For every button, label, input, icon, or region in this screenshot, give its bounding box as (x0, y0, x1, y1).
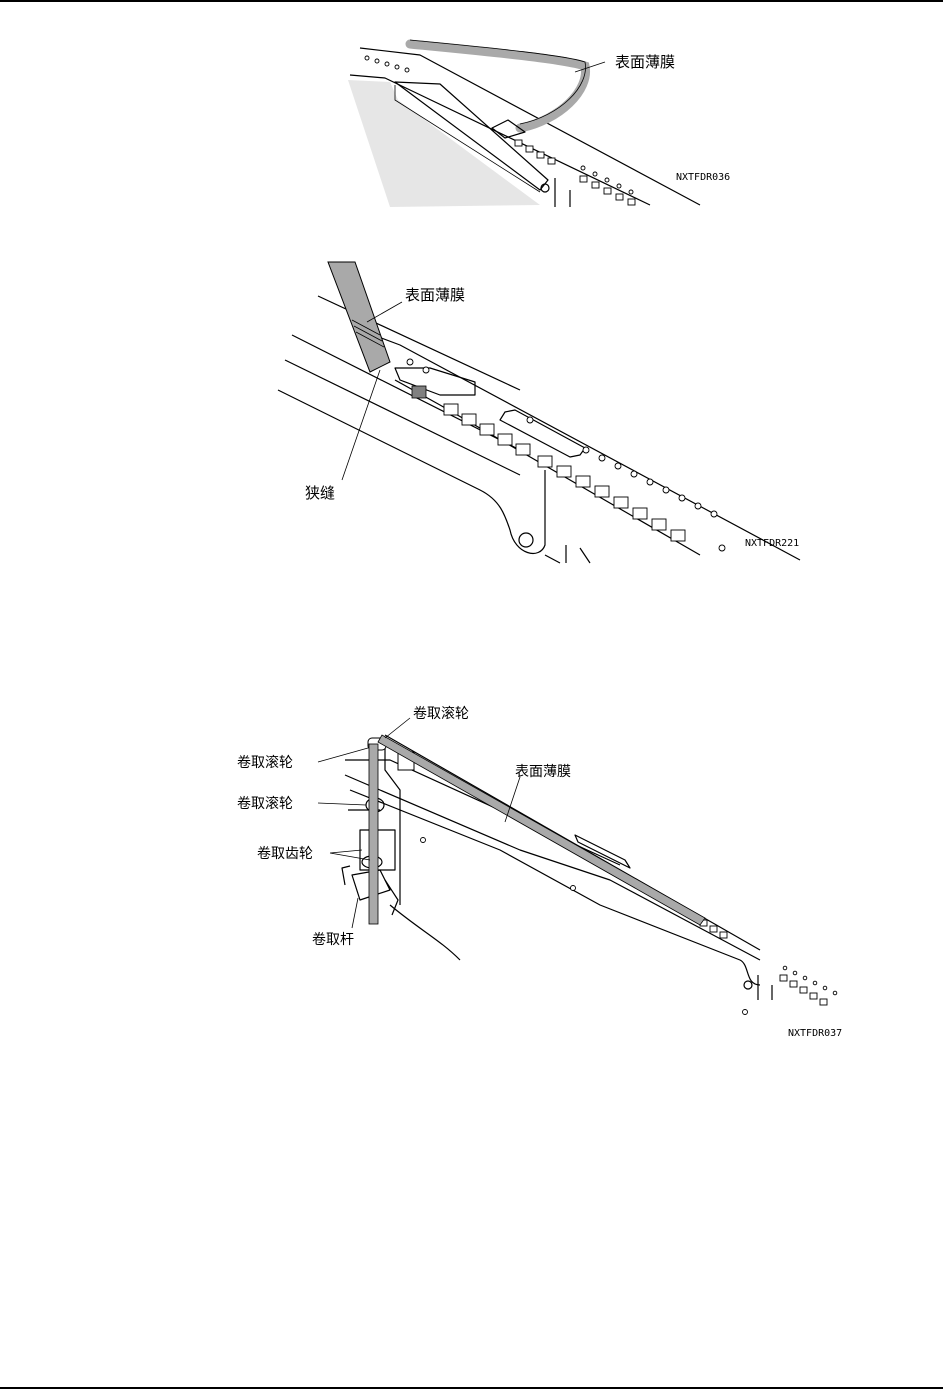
lever-hook (342, 866, 350, 885)
chassis-hole (571, 886, 576, 891)
guide-plate (500, 410, 585, 457)
hinge-pin (744, 981, 752, 989)
film-label: 表面薄膜 (615, 53, 675, 71)
footer-rule (0, 1387, 943, 1389)
feeder-side-panel (348, 80, 540, 207)
tape-pockets (700, 920, 837, 1005)
feeder-bracket (758, 975, 772, 1000)
cover-plate (395, 368, 475, 395)
slit-label: 狭缝 (305, 484, 335, 502)
figure-film-slit: 表面薄膜 狭缝 NXTFDR221 (270, 258, 810, 563)
hinge-hole (519, 533, 533, 547)
rail-4 (278, 390, 545, 553)
feeder-bracket (545, 545, 590, 563)
roller-left-label: 卷取滚轮 (237, 754, 293, 771)
roller-mid-leader (318, 803, 366, 805)
lever-leader-line (352, 898, 358, 928)
rail-3 (285, 360, 520, 475)
figure-surface-film-peel: 表面薄膜 NXTFDR036 (330, 40, 760, 212)
figure-code: NXTFDR036 (676, 172, 730, 183)
surface-film-vertical (369, 744, 378, 924)
frame-lower-curve (390, 905, 460, 960)
figure-code: NXTFDR221 (745, 538, 799, 549)
slit-window (412, 386, 426, 398)
film-label: 表面薄膜 (515, 764, 571, 780)
lever-label: 卷取杆 (312, 932, 354, 948)
gear-label: 卷取齿轮 (257, 846, 313, 862)
roller-top-leader (385, 718, 410, 738)
frame-rail-4 (350, 790, 760, 985)
roller-top-label: 卷取滚轮 (413, 705, 469, 722)
figure-code: NXTFDR037 (788, 1028, 842, 1039)
roller-mid-label: 卷取滚轮 (237, 795, 293, 812)
chassis-hole (421, 838, 426, 843)
feeder-bracket (555, 178, 570, 207)
chassis-hole (743, 1010, 748, 1015)
frame-rail-3 (345, 775, 760, 960)
header-rule (0, 0, 943, 2)
surface-film-strip (328, 262, 390, 372)
figure-take-up-roller: 卷取滚轮 卷取滚轮 卷取滚轮 表面薄膜 卷取齿轮 卷取杆 NXTFDR037 (210, 700, 860, 1045)
film-label: 表面薄膜 (405, 286, 465, 304)
